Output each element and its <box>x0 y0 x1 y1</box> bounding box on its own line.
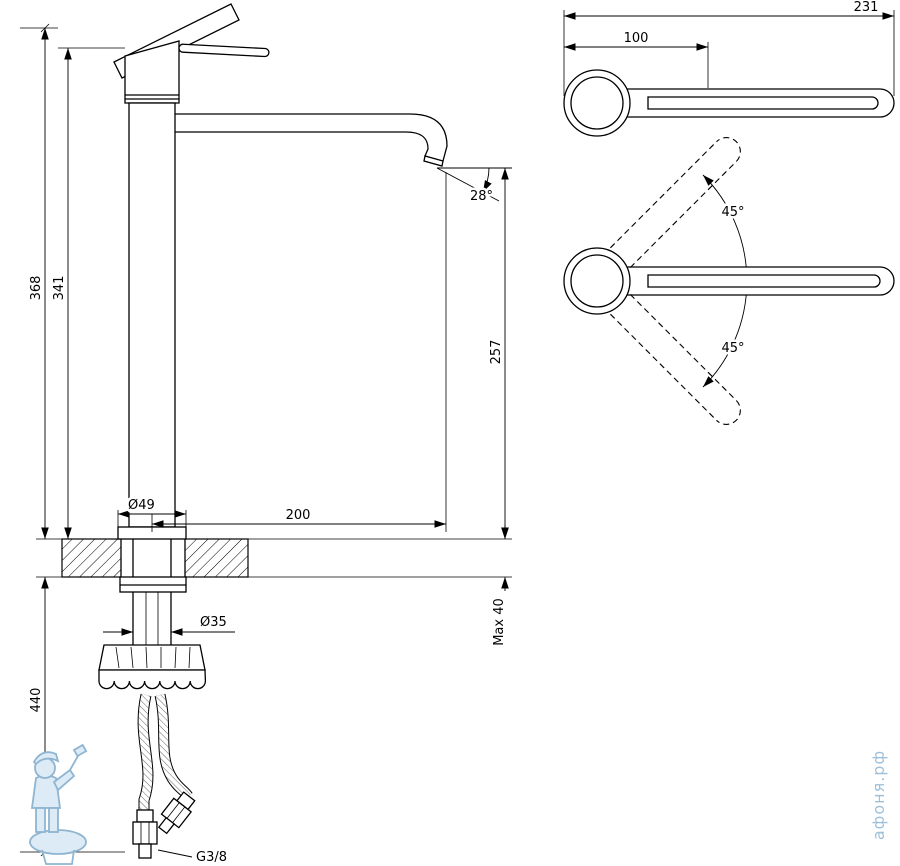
hose-left <box>132 693 158 859</box>
dim-max40-label: Max 40 <box>492 598 507 646</box>
dim-368-label: 368 <box>29 276 44 301</box>
watermarks: афоня.рф <box>29 743 888 865</box>
lever-blade <box>113 3 240 79</box>
lever-stick <box>178 43 270 58</box>
dim-257-label: 257 <box>489 340 504 365</box>
dim-max40: Max 40 <box>492 525 509 646</box>
hose-right-connector <box>157 791 196 835</box>
supply-hoses: G3/8 <box>132 693 227 865</box>
dim-440-label: 440 <box>29 688 44 713</box>
hose-left-connector <box>132 809 158 859</box>
dim-231: 231 <box>563 0 895 96</box>
spout-aerator <box>423 155 444 167</box>
swivel-handle <box>627 266 895 296</box>
dim-100: 100 <box>564 29 709 88</box>
faucet-head <box>124 40 270 104</box>
top-view-handle <box>563 69 895 137</box>
swivel-handle-up-dashed <box>610 137 741 268</box>
faucet-body <box>128 102 176 528</box>
hose-right <box>154 693 196 835</box>
dim-49: Ø49 <box>117 496 187 527</box>
mounting-hardware <box>98 538 207 690</box>
front-view: G3/8 368 341 440 Ø49 <box>20 3 512 865</box>
faucet-spout <box>174 113 448 167</box>
counter-deck <box>36 538 512 578</box>
g38-label: G3/8 <box>196 850 227 865</box>
dim-200-label: 200 <box>286 508 311 523</box>
dim-200: 200 <box>151 172 447 532</box>
dim-45-up-label: 45° <box>721 205 744 220</box>
head-block <box>124 40 180 104</box>
dim-28-label: 28° <box>470 189 493 204</box>
dim-341-label: 341 <box>52 276 67 301</box>
dim-231-label: 231 <box>854 0 879 15</box>
top-view: 231 100 <box>563 0 895 137</box>
top-view-stick <box>647 96 879 110</box>
dim-28: 28° <box>436 167 512 207</box>
dim-45-down-label: 45° <box>721 341 744 356</box>
mounting-nut <box>98 644 207 690</box>
brand-watermark-text: афоня.рф <box>869 750 888 840</box>
dim-368: 368 <box>20 23 58 539</box>
dim-100-label: 100 <box>624 31 649 46</box>
dim-g38: G3/8 <box>157 849 227 865</box>
plumber-mascot <box>29 743 88 865</box>
dim-49-label: Ø49 <box>128 498 155 513</box>
deck-hole <box>121 539 185 577</box>
dim-341: 341 <box>52 47 125 539</box>
dim-35-label: Ø35 <box>200 615 227 630</box>
swivel-body-circle <box>563 247 631 315</box>
top-view-body-circle <box>563 69 631 137</box>
swivel-view: 45° 45° <box>563 137 895 425</box>
dim-257: 257 <box>489 168 509 539</box>
dim-35: Ø35 <box>103 613 235 636</box>
faucet-lever <box>113 3 240 79</box>
swivel-handle-down-dashed <box>610 294 741 425</box>
